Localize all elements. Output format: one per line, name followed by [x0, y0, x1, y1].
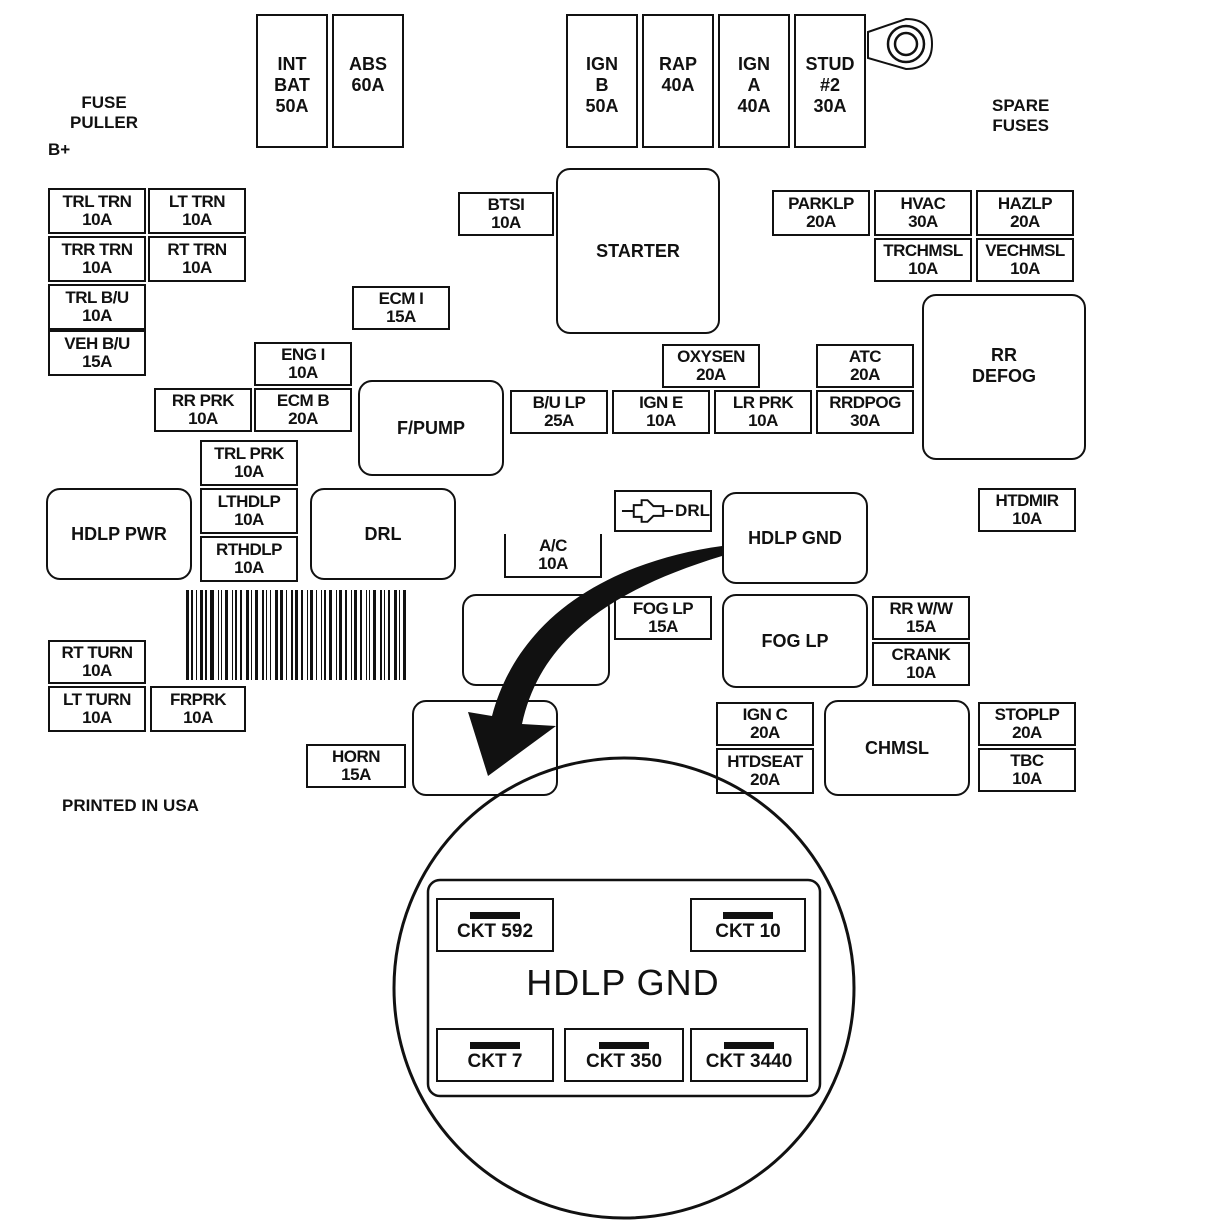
- drl-diode: DRL: [614, 490, 712, 532]
- relay-hdlp-pwr: HDLP PWR: [46, 488, 192, 580]
- relay-hdlp-gnd: HDLP GND: [722, 492, 868, 584]
- circuit-terminal-592: CKT 592: [436, 898, 554, 952]
- fuse-puller-label: FUSE PULLER: [70, 93, 138, 132]
- circuit-terminal-10: CKT 10: [690, 898, 806, 952]
- relay-starter: STARTER: [556, 168, 720, 334]
- empty-relay-cavity-lower: [412, 700, 558, 796]
- spare-fuses-label: SPARE FUSES: [992, 96, 1050, 135]
- circuit-terminal-7: CKT 7: [436, 1028, 554, 1082]
- empty-relay-cavity-upper: [462, 594, 610, 686]
- circuit-terminal-3440: CKT 3440: [690, 1028, 808, 1082]
- diode-icon: [621, 499, 674, 523]
- barcode: [186, 590, 410, 680]
- b-plus-label: B+: [48, 140, 71, 159]
- relay-fog-lp: FOG LP: [722, 594, 868, 688]
- relay-chmsl: CHMSL: [824, 700, 970, 796]
- relay-drl: DRL: [310, 488, 456, 580]
- drl-diode-label: DRL: [675, 501, 710, 520]
- printed-in-usa-label: PRINTED IN USA: [62, 796, 199, 815]
- stud-terminal-icon: [867, 17, 934, 71]
- relay-f-pump: F/PUMP: [358, 380, 504, 476]
- circuit-terminal-350: CKT 350: [564, 1028, 684, 1082]
- zoom-relay-title: HDLP GND: [526, 962, 720, 1003]
